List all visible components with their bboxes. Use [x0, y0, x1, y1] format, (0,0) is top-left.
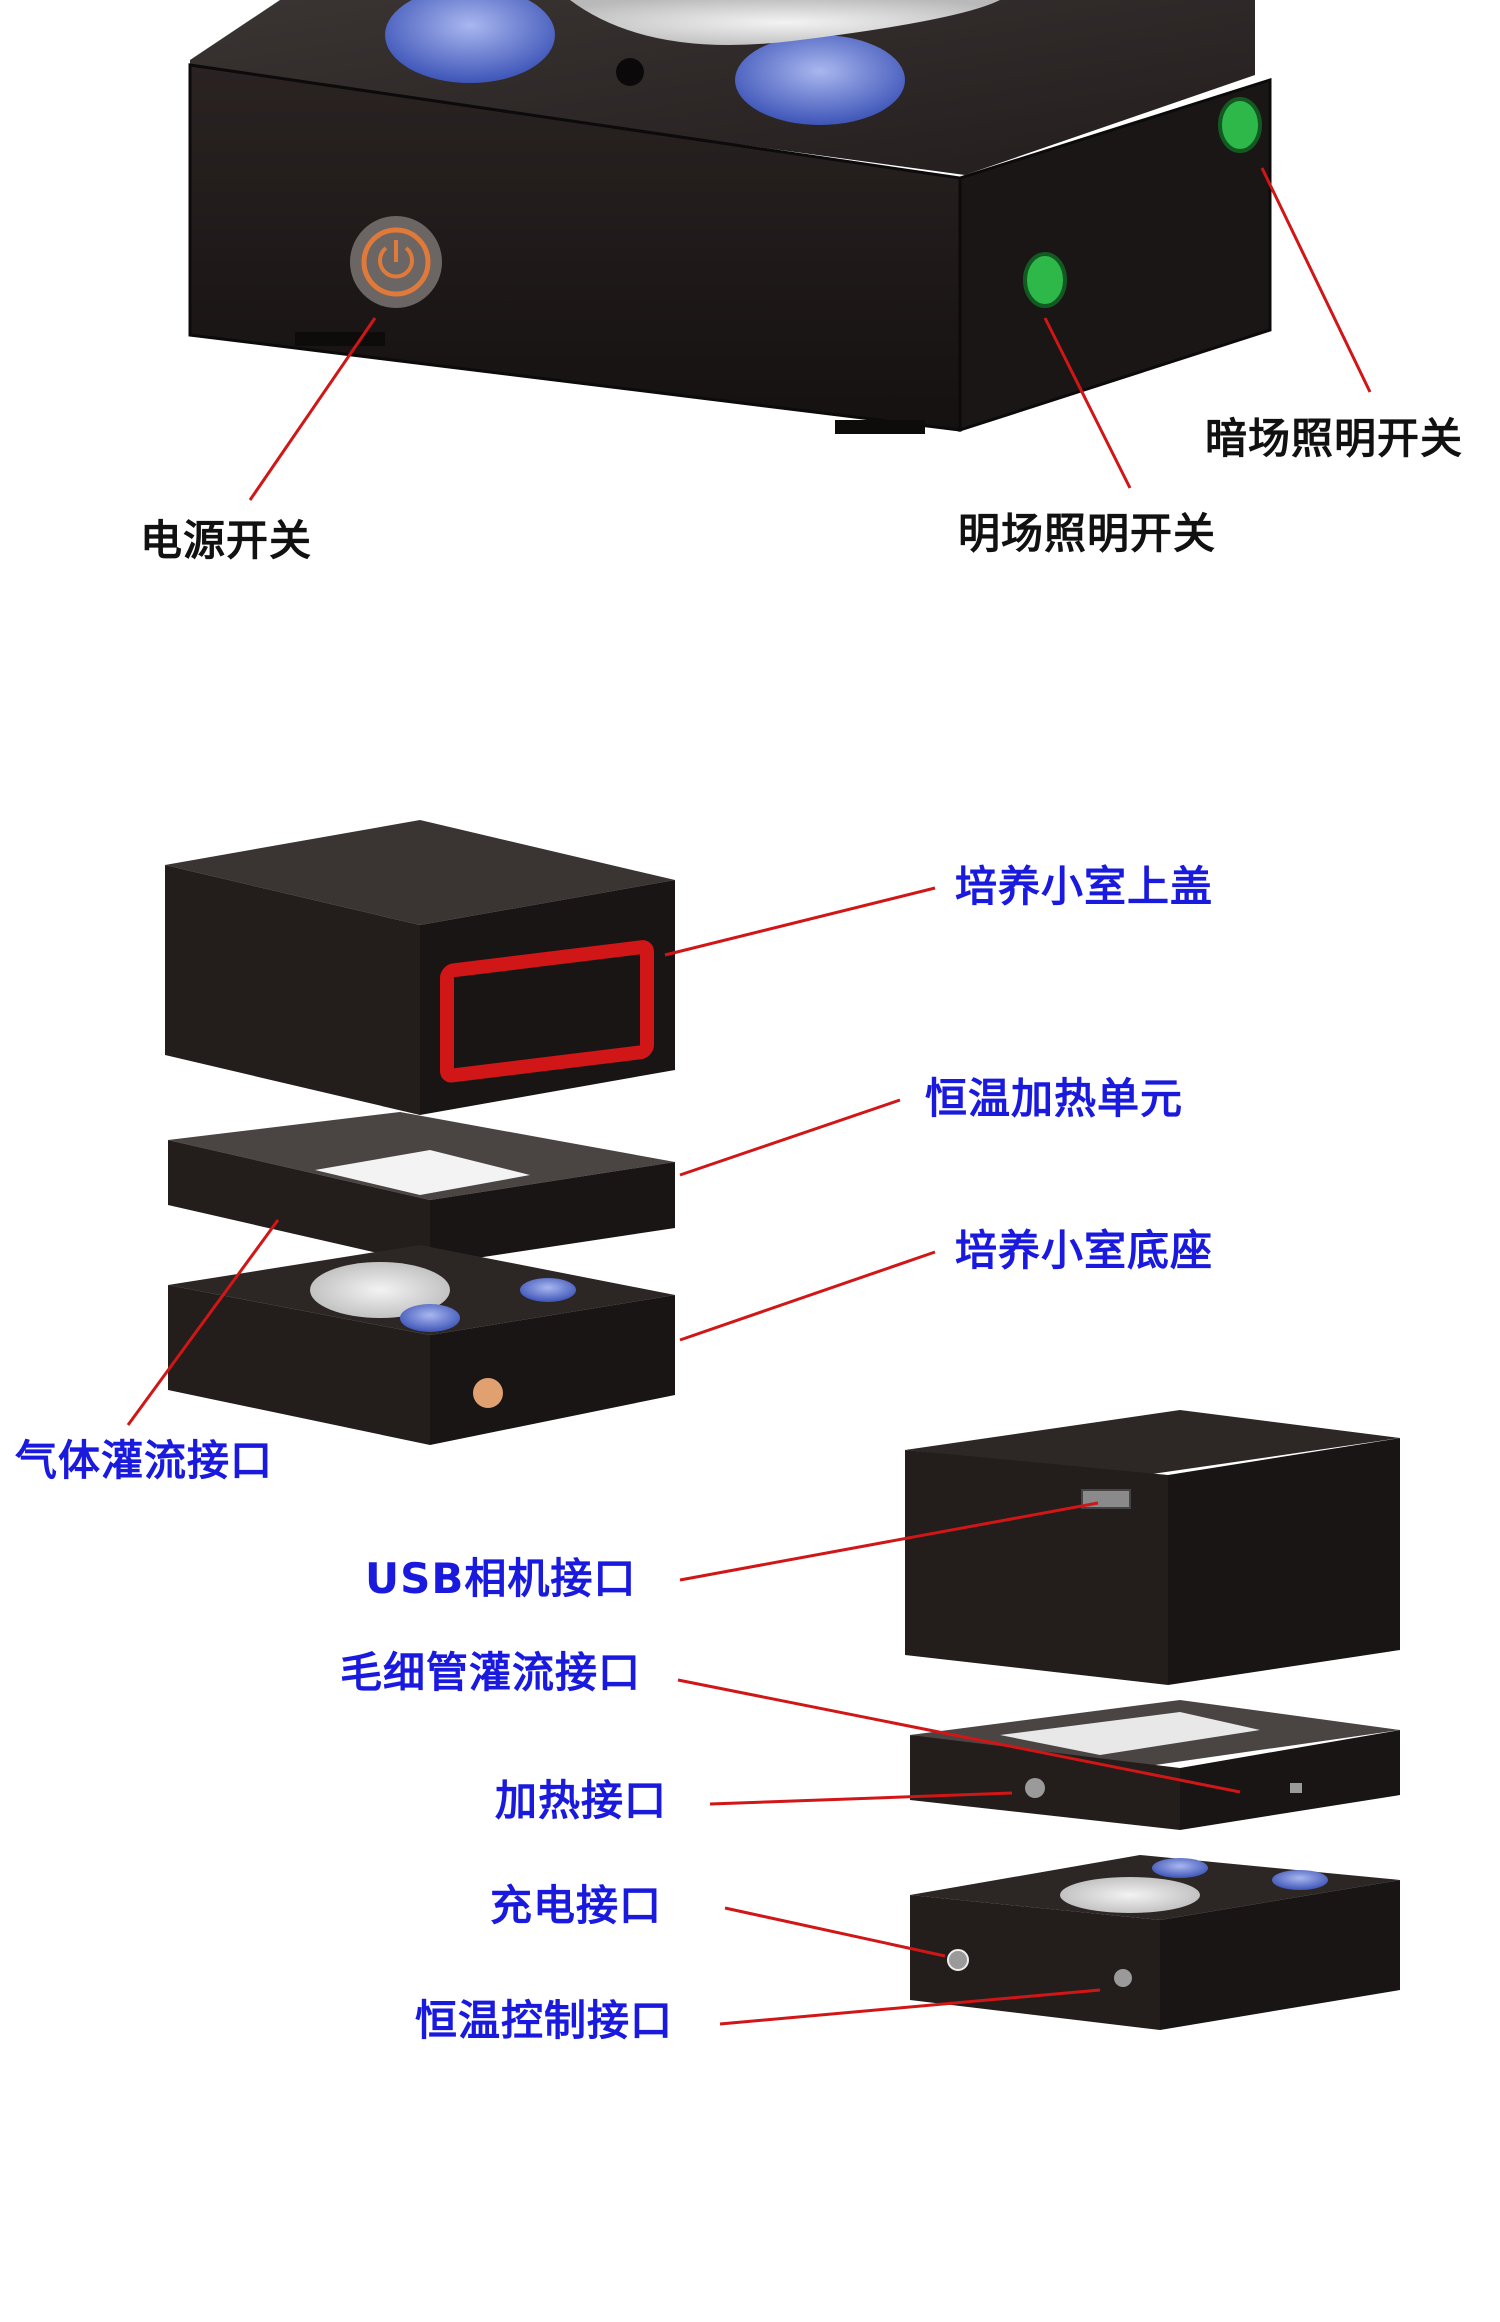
base-blue-lens: [520, 1278, 576, 1302]
heater-side: [430, 1162, 675, 1265]
label-power-switch: 电源开关: [140, 516, 313, 565]
label-usb-camera-port: USB相机接口: [365, 1554, 637, 1603]
heater-glass: [315, 1150, 530, 1195]
lid-top: [165, 820, 675, 925]
closeup-side-face: [958, 77, 1272, 433]
rear-control-port: [1114, 1969, 1132, 1987]
base-blue-lens: [400, 1304, 460, 1332]
label-chamber-base: 培养小室底座: [955, 1226, 1214, 1275]
closeup-foot: [295, 332, 385, 346]
rear-base-front: [910, 1895, 1160, 2030]
rear-base-blue-lens: [1152, 1858, 1208, 1878]
leader-charging: [724, 1906, 946, 1958]
exploded-chamber-left: [165, 820, 675, 1445]
leader-lid: [664, 886, 936, 957]
exploded-chamber-right: [905, 1410, 1400, 2030]
rear-heater-front: [910, 1735, 1180, 1830]
power-button-ring: [361, 227, 431, 297]
camera-box-side: [1168, 1438, 1400, 1685]
leader-gas: [126, 1219, 280, 1426]
bright-field-switch-button: [1023, 252, 1067, 308]
base-glass: [310, 1262, 450, 1318]
leader-dark-field: [1260, 167, 1372, 393]
leader-base: [679, 1250, 936, 1342]
leader-usb: [679, 1501, 1099, 1582]
dark-field-switch-button: [1218, 97, 1262, 153]
closeup-blue-lens: [735, 35, 905, 125]
leader-control: [719, 1988, 1101, 2026]
closeup-device: [188, 0, 1272, 434]
closeup-glass-window: [570, 0, 1000, 45]
closeup-screw-hole: [616, 58, 644, 86]
lid-front: [165, 865, 420, 1115]
label-capillary-perfusion-port: 毛细管灌流接口: [340, 1648, 642, 1697]
closeup-foot: [835, 420, 925, 434]
rear-charging-port: [947, 1949, 969, 1971]
label-charging-port: 充电接口: [490, 1881, 663, 1930]
power-icon: [378, 246, 414, 279]
heater-front: [168, 1140, 430, 1265]
rear-base-glass: [1060, 1877, 1200, 1913]
leader-lines: [126, 167, 1372, 2026]
base-power-button: [473, 1378, 503, 1408]
label-dark-field-switch: 暗场照明开关: [1205, 414, 1464, 463]
rear-heater-glass: [1000, 1712, 1260, 1755]
label-chamber-lid: 培养小室上盖: [955, 862, 1214, 911]
leader-capillary: [677, 1678, 1241, 1794]
leader-heater: [679, 1098, 901, 1177]
leader-heating: [709, 1791, 1013, 1806]
base-front: [168, 1285, 430, 1445]
rear-base-side: [1160, 1880, 1400, 2030]
label-heating-unit: 恒温加热单元: [925, 1074, 1184, 1123]
label-heating-port: 加热接口: [495, 1776, 668, 1825]
label-gas-perfusion-port: 气体灌流接口: [15, 1436, 274, 1485]
label-bright-field-switch: 明场照明开关: [958, 509, 1217, 558]
camera-box-top: [905, 1410, 1400, 1475]
rear-capillary-port: [1290, 1783, 1302, 1793]
camera-box-front: [905, 1450, 1168, 1685]
label-thermostat-control-port: 恒温控制接口: [415, 1996, 674, 2045]
closeup-blue-lens: [385, 0, 555, 83]
rear-base-blue-lens: [1272, 1870, 1328, 1890]
rear-heater-side: [1180, 1730, 1400, 1830]
leader-power: [248, 317, 377, 501]
leader-bright-field: [1043, 317, 1132, 489]
lid-window-highlight: [440, 940, 654, 1083]
rear-heating-port: [1025, 1778, 1045, 1798]
